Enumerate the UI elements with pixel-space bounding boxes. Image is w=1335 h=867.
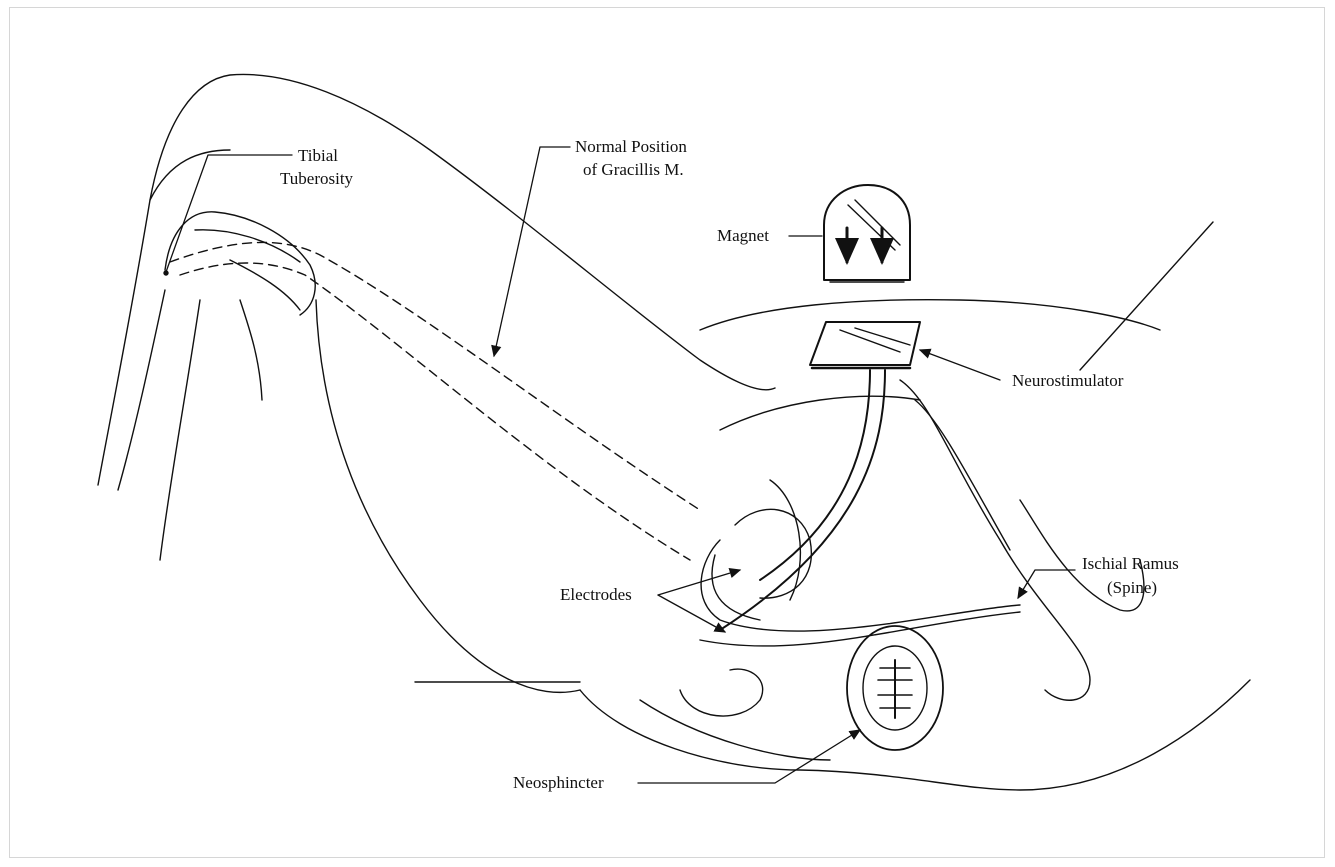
label-tuberosity: Tuberosity (280, 169, 353, 189)
neurostimulator-device (810, 322, 920, 368)
neosphincter-leader (638, 730, 860, 783)
label-ischial-ramus: Ischial Ramus (1082, 554, 1179, 574)
electrodes-leader-1 (658, 570, 740, 595)
label-tibial: Tibial (298, 146, 338, 166)
leader-lines (166, 147, 1075, 783)
neurostimulator-leader (920, 350, 1000, 380)
electrode-leads (720, 370, 885, 630)
wrapped-gracilis (700, 509, 1020, 646)
label-neosphincter: Neosphincter (513, 773, 604, 793)
knee (164, 212, 315, 400)
pelvis-outline (580, 222, 1250, 790)
normal-position-leader (494, 147, 570, 356)
label-magnet: Magnet (717, 226, 769, 246)
electrodes-leader-2 (658, 595, 725, 632)
ischial-ramus (680, 380, 1144, 716)
label-spine: (Spine) (1107, 578, 1157, 598)
label-neurostimulator: Neurostimulator (1012, 371, 1123, 391)
neosphincter-ring (847, 626, 943, 750)
label-normal-position: Normal Position (575, 137, 687, 157)
label-of-gracillis: of Gracillis M. (583, 160, 684, 180)
magnet-device (824, 185, 910, 282)
normal-gracilis-dashed (170, 242, 700, 560)
label-electrodes: Electrodes (560, 585, 632, 605)
ischial-ramus-leader (1018, 570, 1075, 598)
